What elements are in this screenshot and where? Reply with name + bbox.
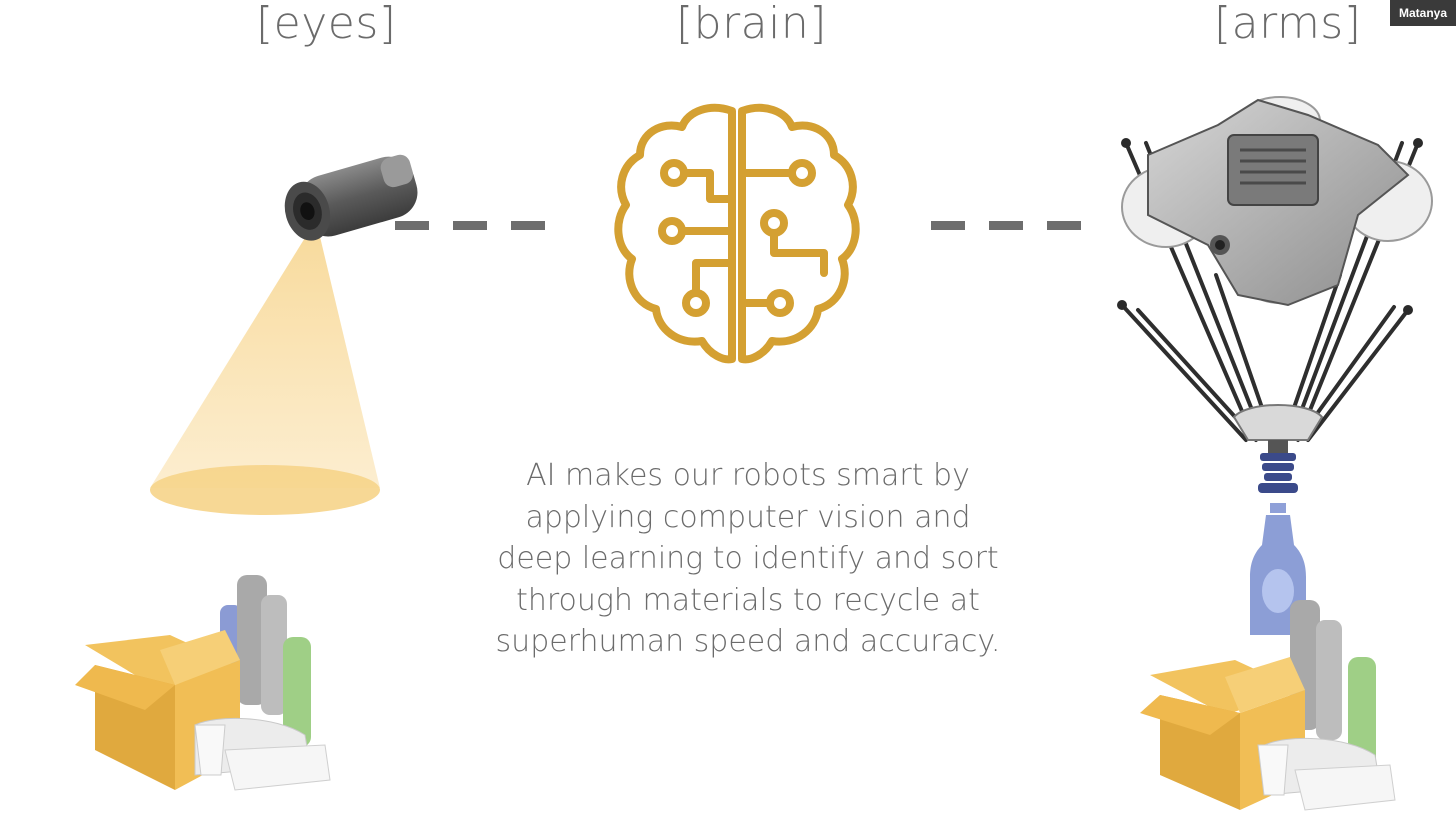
brain-heading: [brain] [676,0,827,49]
caption-line: superhuman speed and accuracy. [495,624,1001,659]
circuit-brain-icon [614,103,860,364]
caption-line: through materials to recycle at [516,582,980,618]
recycling-box-icon [75,575,331,791]
caption-text: AI makes our robots smart by applying co… [470,455,1026,663]
caption-line: AI makes our robots smart by [526,458,970,493]
recycling-box-icon [1140,600,1396,811]
arms-heading: [arms] [1214,0,1362,49]
connector-dashes-left [395,221,545,231]
caption-line: applying computer vision and [525,499,971,535]
security-camera-icon [150,154,418,515]
participant-name-tag: Matanya [1390,0,1456,26]
delta-robot-arm-icon [1117,96,1433,635]
caption-line: deep learning to identify and sort [497,541,999,576]
eyes-heading: [eyes] [256,0,397,49]
connector-dashes-right [931,221,1081,231]
